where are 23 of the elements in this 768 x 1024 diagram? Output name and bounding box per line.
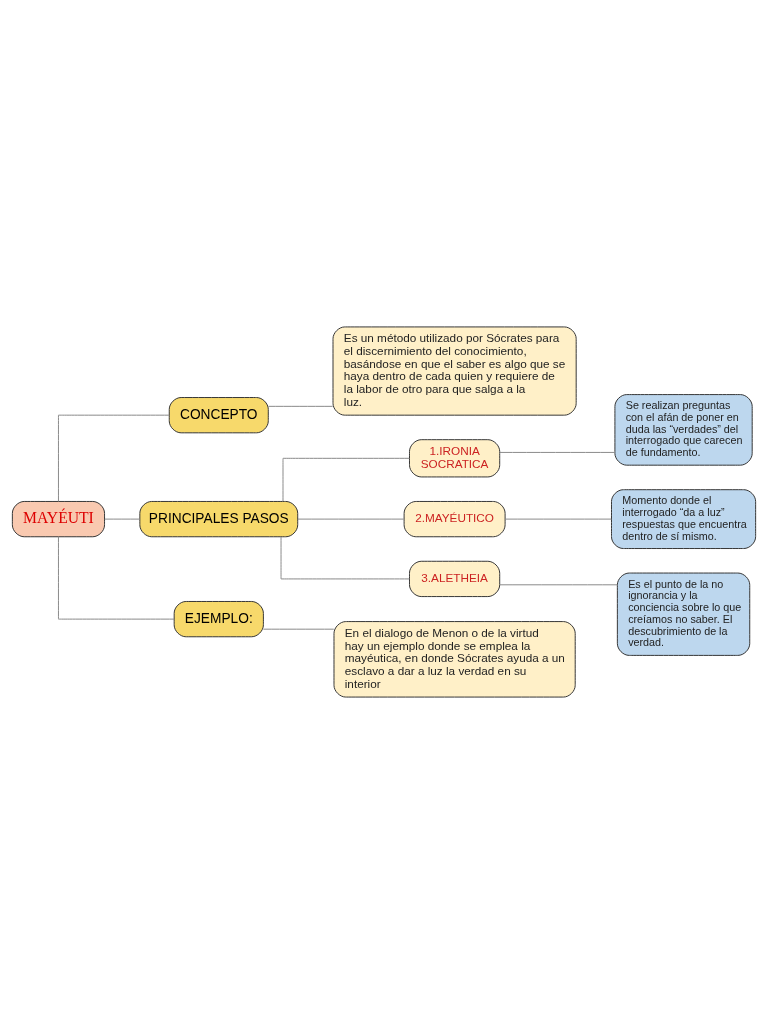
connector bbox=[280, 536, 410, 580]
connector bbox=[104, 518, 141, 520]
node-box: 3.ALETHEIA bbox=[409, 560, 501, 598]
connector bbox=[499, 584, 618, 586]
connector bbox=[504, 518, 612, 520]
node-box: Momento donde el interrogado “da a luz” respuestas que encuentra dentro de sí mismo. bbox=[611, 489, 757, 549]
node-box: Se realizan preguntas con el afán de poner en duda las “verdades” del interrogado que carecen de fundamento. bbox=[614, 394, 753, 466]
node-box: MAYÉUTI bbox=[11, 500, 106, 538]
connector bbox=[57, 414, 170, 502]
connector bbox=[282, 457, 410, 502]
node-box: En el dialogo de Menon o de la virtud hay un ejemplo donde se emplea la mayéutica, en donde Sócrates ayuda a un esclavo a dar a luz la verdad en su interior bbox=[333, 621, 576, 698]
connector bbox=[499, 451, 615, 453]
connector bbox=[57, 536, 175, 620]
connector bbox=[262, 628, 335, 630]
node-box: 1.IRONIA SOCRATICA bbox=[409, 439, 501, 478]
connector bbox=[268, 405, 334, 407]
node-box: PRINCIPALES PASOS bbox=[139, 500, 299, 538]
node-box: EJEMPLO: bbox=[173, 601, 264, 638]
node-box: Es el punto de la no ignorancia y la conciencia sobre lo que creíamos no saber. El descubrimiento de la verdad. bbox=[616, 572, 751, 656]
node-box: 2.MAYÉUTICO bbox=[403, 500, 506, 538]
node-box: Es un método utilizado por Sócrates para el discernimiento del conocimiento, basándose en que el saber es algo que se haya dentro de cada quien y requiere de la labor de otro para que salga a la luz. bbox=[332, 326, 577, 416]
connector bbox=[297, 518, 405, 520]
node-box: CONCEPTO bbox=[168, 397, 269, 434]
